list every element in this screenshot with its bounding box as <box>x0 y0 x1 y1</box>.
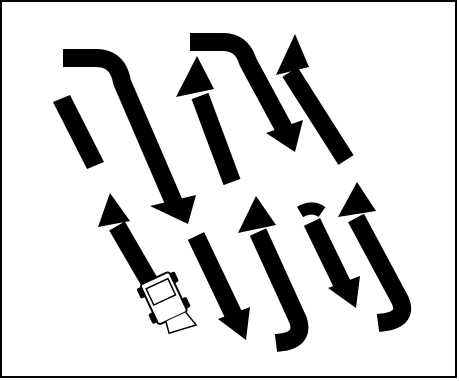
path-g-top-hook <box>300 209 322 213</box>
